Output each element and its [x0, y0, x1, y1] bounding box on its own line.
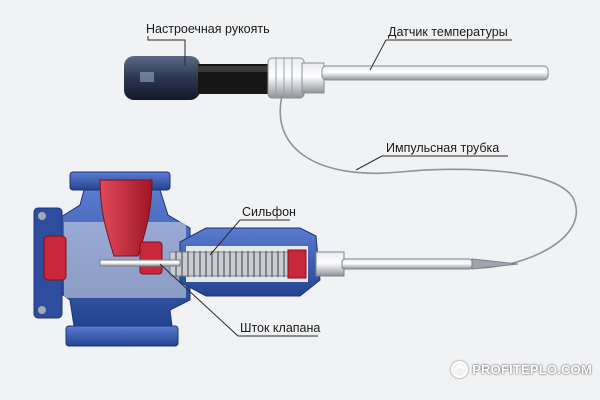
- impulse-tube: [279, 95, 577, 269]
- label-bellows: Сильфон: [242, 205, 296, 219]
- label-temperature-sensor: Датчик температуры: [388, 25, 508, 39]
- valve-stem: [99, 259, 181, 267]
- label-valve-stem: Шток клапана: [240, 321, 321, 335]
- sensor-probe: [315, 251, 519, 277]
- label-impulse-tube: Импульсная трубка: [386, 141, 500, 155]
- temperature-sensor: [267, 57, 549, 99]
- bellows: [169, 249, 307, 279]
- watermark: PROFITEPLO.COM: [451, 361, 592, 378]
- valve-plug: [43, 179, 163, 281]
- watermark-logo-icon: [451, 361, 469, 378]
- watermark-text: PROFITEPLO.COM: [472, 362, 592, 377]
- label-adjusting-handle: Настроечная рукоять: [146, 22, 270, 36]
- leader-lines: [147, 36, 512, 337]
- adjusting-handle: [124, 56, 270, 100]
